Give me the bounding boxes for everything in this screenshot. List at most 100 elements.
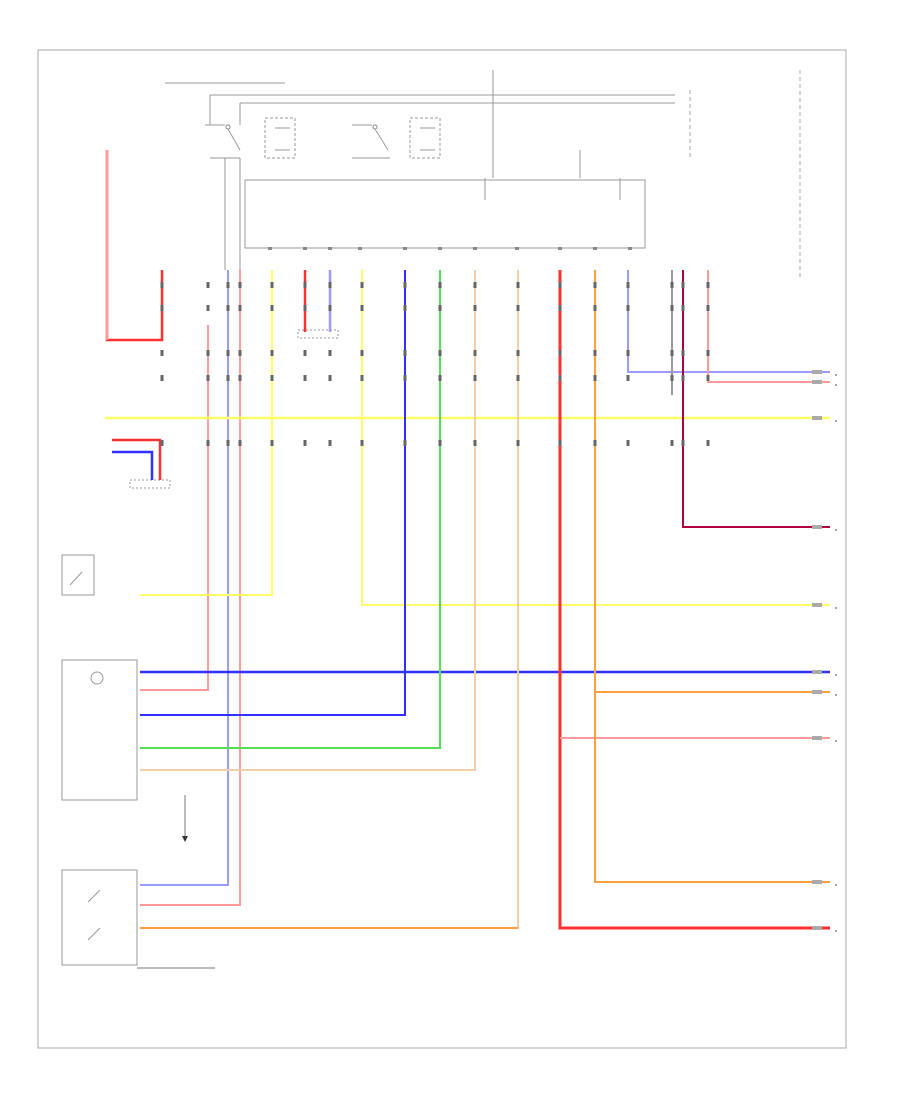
connector-tick — [670, 375, 674, 381]
terminal-end-dot — [835, 884, 837, 886]
connector-tick — [360, 350, 364, 356]
diagram-frame — [37, 49, 847, 1049]
connector-tick — [303, 282, 307, 288]
connector-tick — [558, 375, 562, 381]
connector-tick — [681, 305, 685, 311]
connector-tick — [206, 305, 210, 311]
wire-pink-c — [140, 270, 241, 906]
wire-red-side — [112, 438, 162, 480]
connector-tick — [206, 375, 210, 381]
connector-tick — [438, 305, 442, 311]
connector-tick — [303, 350, 307, 356]
connector-tick — [516, 282, 520, 288]
terminal-end-dot — [835, 420, 837, 422]
connector-tick — [626, 440, 630, 446]
connector-tick — [270, 282, 274, 288]
connector-tick — [681, 350, 685, 356]
control-module-box — [244, 179, 646, 249]
connector-tick — [328, 375, 332, 381]
terminal-label-block — [812, 926, 822, 930]
connector-tick — [238, 282, 242, 288]
wire-yellow-c — [361, 270, 830, 606]
connector-tick — [473, 282, 477, 288]
terminal-end-dot — [835, 930, 837, 932]
connector-tick — [360, 305, 364, 311]
connector-tick — [706, 350, 710, 356]
connector-tick — [328, 350, 332, 356]
connector-tick — [270, 440, 274, 446]
terminal-label-block — [812, 603, 822, 607]
connector-tick — [473, 305, 477, 311]
connector-tick — [473, 375, 477, 381]
connector-tick — [360, 375, 364, 381]
connector-tick — [681, 375, 685, 381]
connector-tick — [328, 305, 332, 311]
connector-tick — [626, 375, 630, 381]
connector-tick — [160, 440, 164, 446]
connector-tick — [516, 305, 520, 311]
connector-tick — [238, 440, 242, 446]
connector-tick — [270, 375, 274, 381]
terminal-label-block — [812, 380, 822, 384]
connector-tick — [328, 440, 332, 446]
connector-tick — [593, 350, 597, 356]
wire-pink-b — [140, 325, 209, 691]
wire-red-big — [558, 270, 830, 930]
connector-tick — [206, 350, 210, 356]
connector-tick — [438, 282, 442, 288]
connector-tick — [706, 305, 710, 311]
wire-green-a — [140, 270, 441, 749]
connector-tick — [558, 282, 562, 288]
terminal-end-dot — [835, 694, 837, 696]
connector-tick — [670, 282, 674, 288]
connector-tick — [626, 350, 630, 356]
connector-tick — [270, 305, 274, 311]
connector-tick — [626, 305, 630, 311]
wire-red-left-a — [105, 150, 164, 342]
connector-tick — [226, 440, 230, 446]
connector-tick — [226, 375, 230, 381]
connector-tick — [473, 440, 477, 446]
connector-tick — [303, 375, 307, 381]
module-pins — [268, 247, 632, 250]
connector-tick — [558, 305, 562, 311]
connector-tick — [160, 282, 164, 288]
terminal-end-dot — [835, 384, 837, 386]
connector-tick — [403, 305, 407, 311]
connector-tick — [226, 282, 230, 288]
connector-tick — [438, 375, 442, 381]
connector-tick — [303, 305, 307, 311]
wire-darkred-r — [682, 270, 830, 528]
connector-tick — [516, 375, 520, 381]
terminal-end-dot — [835, 740, 837, 742]
connector-tick — [403, 375, 407, 381]
connector-tick — [670, 305, 674, 311]
connector-tick — [226, 305, 230, 311]
connector-tick — [238, 375, 242, 381]
top-bus-bars — [165, 70, 801, 280]
terminal-end-dot — [835, 529, 837, 531]
wire-lblue-r — [627, 270, 830, 373]
terminal-end-dot — [835, 374, 837, 376]
connector-tick — [328, 282, 332, 288]
connector-tick — [681, 282, 685, 288]
terminal-label-block — [812, 880, 822, 884]
connector-tick — [270, 350, 274, 356]
connector-tick — [593, 375, 597, 381]
connector-tick — [558, 350, 562, 356]
terminal-label-block — [812, 416, 822, 420]
connector-tick — [238, 350, 242, 356]
connector-tick — [403, 440, 407, 446]
connector-tick — [473, 350, 477, 356]
connector-tick — [303, 440, 307, 446]
connector-tick — [706, 282, 710, 288]
wire-yellow-b — [140, 270, 273, 596]
motor-symbol — [90, 671, 104, 685]
connector-tick — [360, 282, 364, 288]
connector-tick — [670, 350, 674, 356]
wire-tan-b — [140, 270, 519, 929]
door-lock-actuator-driver — [61, 659, 138, 801]
terminal-end-dot — [835, 674, 837, 676]
terminal-group — [812, 370, 837, 932]
